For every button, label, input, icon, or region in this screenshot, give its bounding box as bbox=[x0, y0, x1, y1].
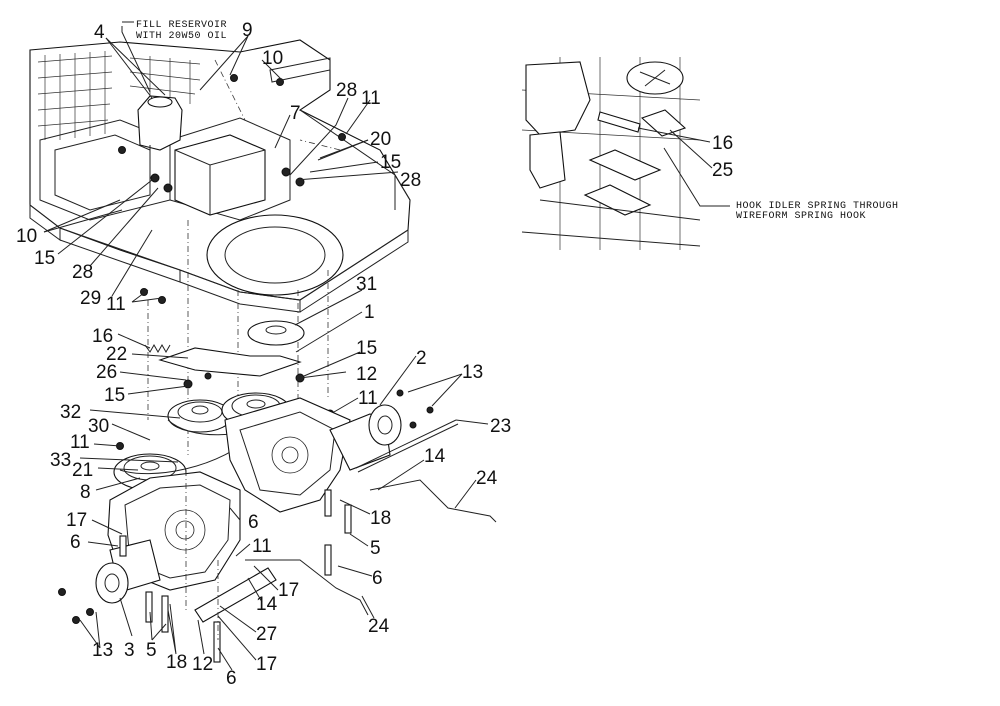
left-transaxle bbox=[58, 470, 369, 663]
callout-15: 15 bbox=[104, 385, 125, 406]
callout-labels: 4 9 10 28 11 7 20 15 28 10 15 28 29 11 3… bbox=[16, 20, 733, 689]
callout-28: 28 bbox=[400, 170, 421, 191]
leader-lines bbox=[43, 26, 730, 671]
callout-7: 7 bbox=[290, 103, 301, 124]
callout-6: 6 bbox=[70, 532, 81, 553]
callout-15: 15 bbox=[356, 338, 377, 359]
callout-23: 23 bbox=[490, 416, 511, 437]
right-transaxle bbox=[224, 389, 497, 576]
hook-idler-note-line2: WIREFORM SPRING HOOK bbox=[736, 211, 866, 222]
callout-2: 2 bbox=[416, 348, 427, 369]
callout-6: 6 bbox=[372, 568, 383, 589]
callout-17: 17 bbox=[66, 510, 87, 531]
callout-12: 12 bbox=[356, 364, 377, 385]
callout-16: 16 bbox=[92, 326, 113, 347]
callout-24: 24 bbox=[476, 468, 498, 489]
callout-11: 11 bbox=[252, 536, 272, 557]
callout-28: 28 bbox=[72, 262, 93, 283]
callout-3: 3 bbox=[124, 640, 135, 661]
callout-10: 10 bbox=[262, 48, 283, 69]
idler-assembly bbox=[116, 320, 335, 450]
callout-15: 15 bbox=[34, 248, 55, 269]
callout-14: 14 bbox=[424, 446, 446, 467]
callout-22: 22 bbox=[106, 344, 127, 365]
callout-11: 11 bbox=[70, 432, 90, 453]
fill-reservoir-note: FILL RESERVOIR WITH 20W50 OIL bbox=[122, 20, 227, 42]
fill-reservoir-note-line1: FILL RESERVOIR bbox=[136, 20, 227, 31]
callout-4: 4 bbox=[94, 22, 105, 43]
callout-5: 5 bbox=[370, 538, 381, 559]
callout-12: 12 bbox=[192, 654, 213, 675]
callout-6: 6 bbox=[248, 512, 259, 533]
callout-16: 16 bbox=[712, 133, 733, 154]
callout-18: 18 bbox=[370, 508, 391, 529]
callout-32: 32 bbox=[60, 402, 81, 423]
fill-reservoir-note-line2: WITH 20W50 OIL bbox=[136, 31, 227, 42]
callout-18: 18 bbox=[166, 652, 187, 673]
callout-17: 17 bbox=[256, 654, 277, 675]
callout-17: 17 bbox=[278, 580, 299, 601]
callout-33: 33 bbox=[50, 450, 71, 471]
callout-13: 13 bbox=[92, 640, 113, 661]
callout-9: 9 bbox=[242, 20, 253, 41]
callout-29: 29 bbox=[80, 288, 101, 309]
callout-30: 30 bbox=[88, 416, 109, 437]
callout-27: 27 bbox=[256, 624, 277, 645]
callout-11: 11 bbox=[106, 294, 126, 315]
callout-10: 10 bbox=[16, 226, 37, 247]
callout-6: 6 bbox=[226, 668, 237, 689]
callout-15: 15 bbox=[380, 152, 401, 173]
callout-24: 24 bbox=[368, 616, 390, 637]
hook-idler-note: HOOK IDLER SPRING THROUGH WIREFORM SPRIN… bbox=[736, 201, 899, 222]
callout-31: 31 bbox=[356, 274, 377, 295]
callout-13: 13 bbox=[462, 362, 483, 383]
inset-detail bbox=[521, 57, 701, 250]
callout-14: 14 bbox=[256, 594, 278, 615]
callout-26: 26 bbox=[96, 362, 117, 383]
callout-25: 25 bbox=[712, 160, 733, 181]
callout-5: 5 bbox=[146, 640, 157, 661]
callout-11: 11 bbox=[358, 388, 378, 409]
callout-1: 1 bbox=[364, 302, 375, 323]
callout-21: 21 bbox=[72, 460, 93, 481]
callout-8: 8 bbox=[80, 482, 91, 503]
hook-idler-note-line1: HOOK IDLER SPRING THROUGH bbox=[736, 201, 899, 212]
callout-28: 28 bbox=[336, 80, 357, 101]
callout-20: 20 bbox=[370, 129, 391, 150]
callout-11: 11 bbox=[361, 88, 381, 109]
frame-deck bbox=[29, 39, 411, 455]
